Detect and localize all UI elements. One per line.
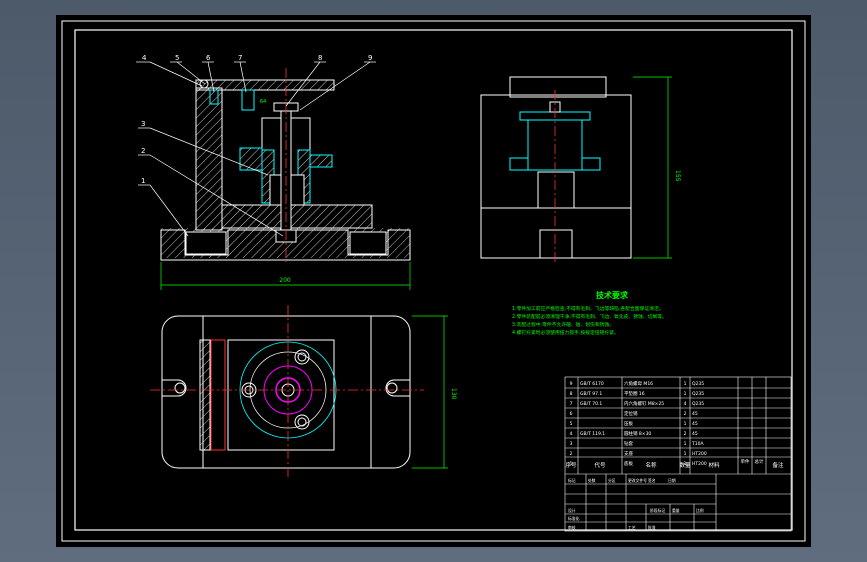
notes-title: 技术要求 <box>596 290 629 300</box>
notes-line-3: 3.装配过程中,零件不允许磕、碰、划伤和锈蚀。 <box>512 321 614 328</box>
bom-header-6: 总计 <box>755 458 764 465</box>
callout-6: 6 <box>206 54 211 62</box>
bom-cell: 定位销 <box>624 410 638 417</box>
bom-cell: 45 <box>692 411 698 417</box>
notes-line-2: 2.零件装配前必须清理干净,不得有毛刺、飞边、氧化皮、锈蚀、切屑等。 <box>512 313 667 320</box>
bom-cell: 1 <box>684 381 687 387</box>
bom-header-7: 备注 <box>772 461 784 469</box>
title-block-label: 标准化 <box>568 516 580 521</box>
title-block-label: 设计 <box>568 508 576 513</box>
bom-cell: 3 <box>570 441 573 447</box>
callout-5: 5 <box>175 54 179 62</box>
side-height-text: 155 <box>674 170 681 182</box>
title-block-label: 分区 <box>608 478 616 483</box>
front-view <box>160 79 411 261</box>
plan-height-dimension: 130 <box>412 315 457 469</box>
bom-cell: 平垫圈 16 <box>624 390 645 397</box>
bom-cell: 圆柱销 8×30 <box>624 430 651 437</box>
callout-9: 9 <box>368 54 372 62</box>
bom-cell: Q235 <box>692 401 704 407</box>
plan-height-text: 130 <box>450 388 457 400</box>
small-dimension-text: 64 <box>260 99 266 105</box>
title-block-label: 工艺 <box>628 525 636 530</box>
callout-4: 4 <box>142 54 147 62</box>
bom-cell: 支座 <box>624 450 633 457</box>
bom-cell: 2 <box>684 411 687 417</box>
title-block-label: 重量 <box>672 508 680 513</box>
outer-frame <box>61 20 806 542</box>
bom-cell: 6 <box>570 411 573 417</box>
callout-labels: 4 5 6 7 8 9 3 2 1 <box>141 54 372 185</box>
plan-view <box>161 315 411 469</box>
callout-7: 7 <box>238 54 242 62</box>
bom-cell: 5 <box>570 421 573 427</box>
bom-header-2: 名称 <box>645 461 657 469</box>
bom-cell: HT200 <box>692 451 707 457</box>
title-block-labels: 标记 处数 分区 更改文件号签名 日期设计标准化审核 工艺 批准 阶段标记 重量 比例 <box>568 478 704 530</box>
bom-cell: 4 <box>684 401 687 407</box>
bom-cell: 1 <box>684 451 687 457</box>
bom-header-3: 数量 <box>679 461 691 469</box>
drawing-sheet <box>56 15 811 547</box>
bom-cell: 9 <box>570 381 573 387</box>
callout-3: 3 <box>141 120 145 128</box>
callout-1: 1 <box>141 177 145 185</box>
bom-cell: 4 <box>570 431 573 437</box>
side-height-dimension: 155 <box>633 76 681 259</box>
front-width-text: 200 <box>279 277 291 284</box>
bom-header-1: 代号 <box>594 461 606 469</box>
bom-cell: 1 <box>684 391 687 397</box>
bom-cell: 1 <box>684 441 687 447</box>
bom-header: 序号 代号 名称 数量 材料 单件 总计 备注 <box>565 458 784 469</box>
title-block-label: 标记 <box>568 478 576 483</box>
notes-line-1: 1.零件加工前应严格检查,不得有毛刺、飞边等缺陷,各配合面保证清洁。 <box>512 305 664 312</box>
bom-cell: GB/T 70.1 <box>580 401 602 407</box>
bom-cell: 45 <box>692 431 698 437</box>
bom-cell: 2 <box>570 451 573 457</box>
bom-cell: Q235 <box>692 381 704 387</box>
bom-cell: 压板 <box>624 420 633 427</box>
bom-cell: 六角螺母 M16 <box>624 380 653 387</box>
bom-header-0: 序号 <box>565 461 577 469</box>
inner-frame <box>74 29 793 531</box>
title-block-label: 签名 <box>648 478 656 483</box>
title-block-label: 处数 <box>588 478 596 483</box>
callout-group <box>136 61 376 237</box>
bom-cell: 钻套 <box>624 440 633 447</box>
bom-cell: 1 <box>570 461 573 467</box>
bom-cell: GB/T 97.1 <box>580 391 602 397</box>
side-view <box>480 76 632 259</box>
bom-cell: GB/T 6170 <box>580 381 604 387</box>
bom-cell: 1 <box>684 421 687 427</box>
title-block-label: 日期 <box>668 478 676 483</box>
title-block-label: 更改文件号 <box>628 478 647 483</box>
bom-cell: 8 <box>570 391 573 397</box>
title-block-label: 阶段标记 <box>650 508 665 513</box>
bom-cell: Q235 <box>692 391 704 397</box>
bom-table <box>564 376 792 532</box>
callout-2: 2 <box>141 147 145 155</box>
bom-cell: 45 <box>692 421 698 427</box>
technical-notes: 技术要求 1.零件加工前应严格检查,不得有毛刺、飞边等缺陷,各配合面保证清洁。 … <box>512 290 667 336</box>
front-width-dimension: 200 64 <box>160 99 411 290</box>
bom-cell: GB/T 119.1 <box>580 431 605 437</box>
bom-cell: 2 <box>684 431 687 437</box>
bom-cell: T10A <box>691 441 704 447</box>
bom-cell: 1 <box>684 461 687 467</box>
title-block-label: 审核 <box>568 525 576 530</box>
bom-header-5: 单件 <box>741 458 750 465</box>
callout-8: 8 <box>318 54 322 62</box>
bom-cell: 底板 <box>624 460 633 467</box>
bom-cell: 内六角螺钉 M8×25 <box>624 400 664 407</box>
notes-line-4: 4.螺钉拧紧时必须使用扭力扳手,按规定扭矩拧紧。 <box>512 329 619 336</box>
title-block-label: 比例 <box>696 508 704 513</box>
bom-cell: HT200 <box>692 461 707 467</box>
title-block-label: 批准 <box>648 525 656 530</box>
bom-cell: 7 <box>570 401 573 407</box>
bom-header-4: 材料 <box>708 461 720 469</box>
